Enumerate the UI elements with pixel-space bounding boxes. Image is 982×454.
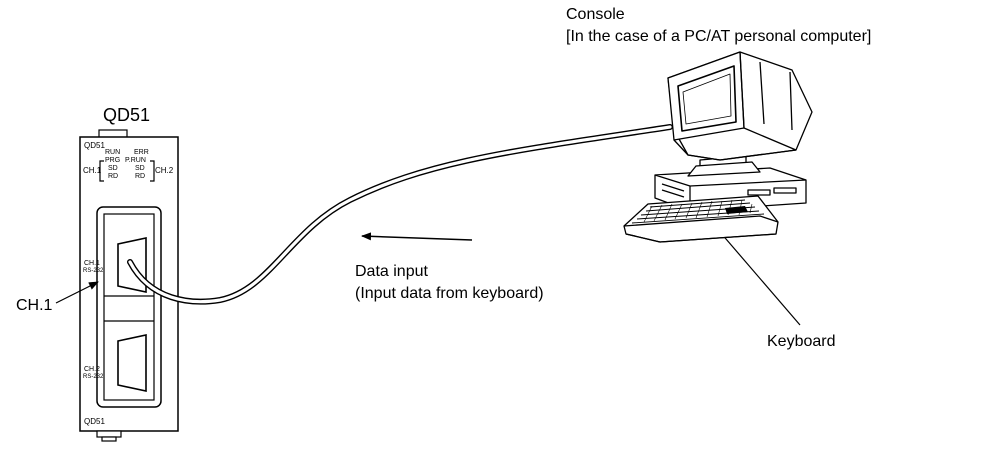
data-input-note: (Input data from keyboard) (355, 285, 544, 302)
led-run: RUN (105, 149, 121, 156)
ch1-leader-line (55, 281, 99, 304)
led-err: ERR (134, 149, 149, 156)
keyboard-label: Keyboard (767, 333, 836, 350)
led-rd-ch2: RD (135, 173, 146, 180)
console-note: [In the case of a PC/AT personal compute… (566, 28, 872, 45)
qd51-module (79, 129, 179, 442)
port1-type: RS-232 (83, 268, 104, 274)
port2-type: RS-232 (83, 374, 104, 380)
panel-bottom-name: QD51 (84, 417, 105, 426)
rs232-cable (127, 124, 673, 305)
port1-name: CH.1 (84, 260, 100, 267)
keyboard-leader-line (719, 231, 801, 326)
led-rd-ch1: RD (108, 173, 119, 180)
led-sd-ch1: SD (108, 165, 118, 172)
led-sd-ch2: SD (135, 165, 145, 172)
led-prg: PRG (105, 157, 121, 164)
port2-name: CH.2 (84, 366, 100, 373)
led-ch1-label: CH.1 (83, 166, 102, 175)
led-ch2-label: CH.2 (155, 166, 174, 175)
panel-top-name: QD51 (84, 141, 105, 150)
data-input-label: Data input (355, 263, 428, 280)
module-title: QD51 (103, 105, 151, 125)
console-computer (623, 51, 813, 243)
led-prun: P.RUN (125, 157, 146, 164)
ch1-callout-label: CH.1 (16, 297, 53, 314)
console-title: Console (566, 6, 625, 23)
data-flow-arrow (361, 232, 473, 241)
